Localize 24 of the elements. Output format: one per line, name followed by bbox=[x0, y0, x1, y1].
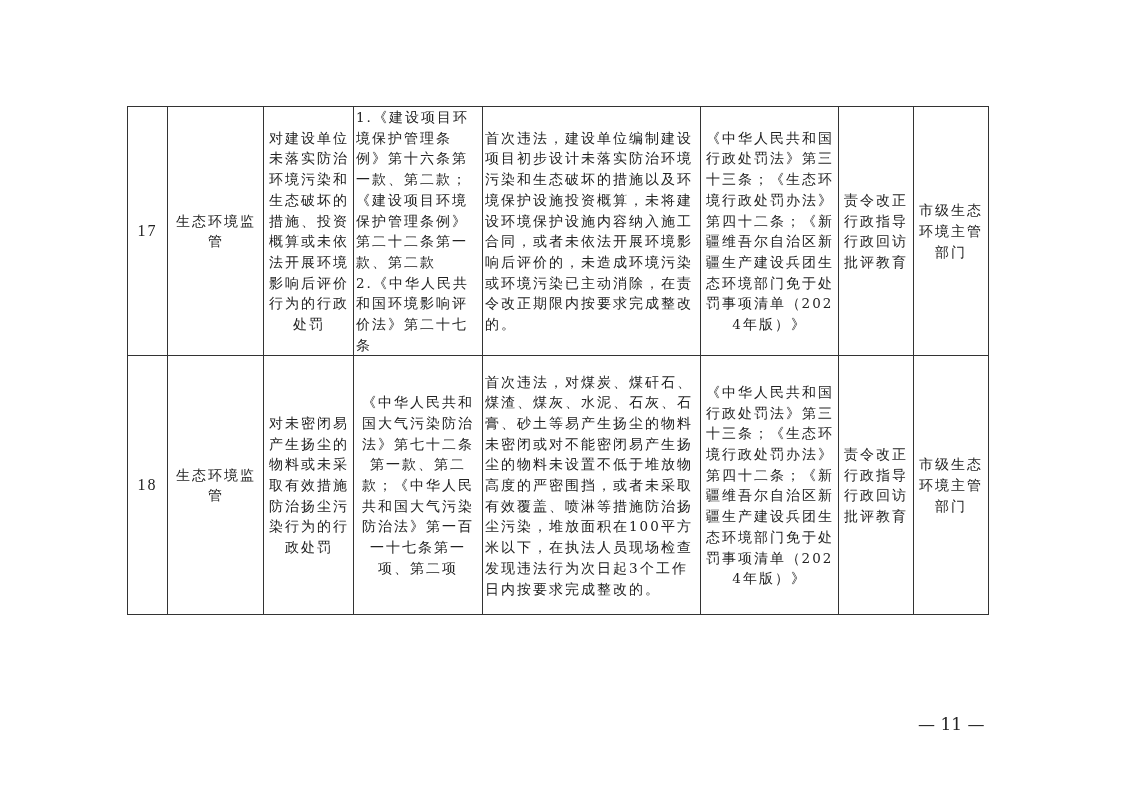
cell-text: 2.《中华人民共和国环境影响评价法》第二十七条 bbox=[356, 273, 470, 355]
cell-text: 行政回访 bbox=[843, 486, 909, 506]
cell-text: 责令改正 bbox=[843, 445, 909, 465]
cell-text: 1.《建设项目环境保护管理条例》第十六条第一款、第二款；《建设项目环境保护管理条例》第二十二条第一款、第二款 bbox=[356, 108, 470, 272]
cell-text: 生态环境监管 bbox=[174, 465, 257, 506]
cell-text: 首次违法，对煤炭、煤矸石、煤渣、煤灰、水泥、石灰、石膏、砂土等易产生扬尘的物料未密闭或对不能密闭易产生扬尘的物料未设置不低于堆放物高度的严密围挡，或者未采取有效覆盖、喷淋等措施防治扬尘污染，堆放面积在100平方米以下，在执法人员现场检查发现违法行为次日起3个工作日内按要求完成整改的。 bbox=[485, 372, 694, 599]
cell-text: 市级生态环境主管部门 bbox=[918, 201, 984, 262]
cell-text: 《中华人民共和国大气污染防治法》第七十二条第一款、第二款；《中华人民共和国大气污染防治法》第一百一十七条第一项、第二项 bbox=[361, 393, 475, 578]
cell-text: 对建设单位未落实防治环境污染和生态破坏的措施、投资概算或未依法开展环境影响后评价行为的行政处罚 bbox=[267, 128, 350, 335]
row-number: 18 bbox=[136, 475, 159, 496]
cell-text: 批评教育 bbox=[843, 252, 909, 272]
cell-text: 对未密闭易产生扬尘的物料或未采取有效措施防治扬尘污染行为的行政处罚 bbox=[267, 413, 350, 558]
cell-text: 批评教育 bbox=[843, 507, 909, 527]
cell-text: 责令改正 bbox=[843, 190, 909, 210]
cell-text: 市级生态环境主管部门 bbox=[918, 455, 984, 516]
cell-text: 行政指导 bbox=[843, 211, 909, 231]
page-number: — 11 — bbox=[918, 714, 985, 734]
cell-text: 首次违法，建设单位编制建设项目初步设计未落实防治环境污染和生态破坏的措施以及环境保护设施投资概算，未将建设环境保护设施内容纳入施工合同，或者未依法开展环境影响后评价的，未造成环境污染或环境污染已主动消除，在责令改正期限内按要求完成整改的。 bbox=[485, 128, 694, 335]
cell-text: 生态环境监管 bbox=[174, 211, 257, 252]
row-number: 17 bbox=[136, 220, 159, 241]
cell-text: 行政回访 bbox=[843, 232, 909, 252]
cell-text: 《中华人民共和国行政处罚法》第三十三条；《生态环境行政处罚办法》第四十二条；《新疆维吾尔自治区新疆生产建设兵团生态环境部门免于处罚事项清单（2024年版）》 bbox=[704, 382, 835, 589]
cell-text: 行政指导 bbox=[843, 465, 909, 485]
cell-text: 《中华人民共和国行政处罚法》第三十三条；《生态环境行政处罚办法》第四十二条；《新疆维吾尔自治区新疆生产建设兵团生态环境部门免于处罚事项清单（2024年版）》 bbox=[704, 128, 835, 335]
